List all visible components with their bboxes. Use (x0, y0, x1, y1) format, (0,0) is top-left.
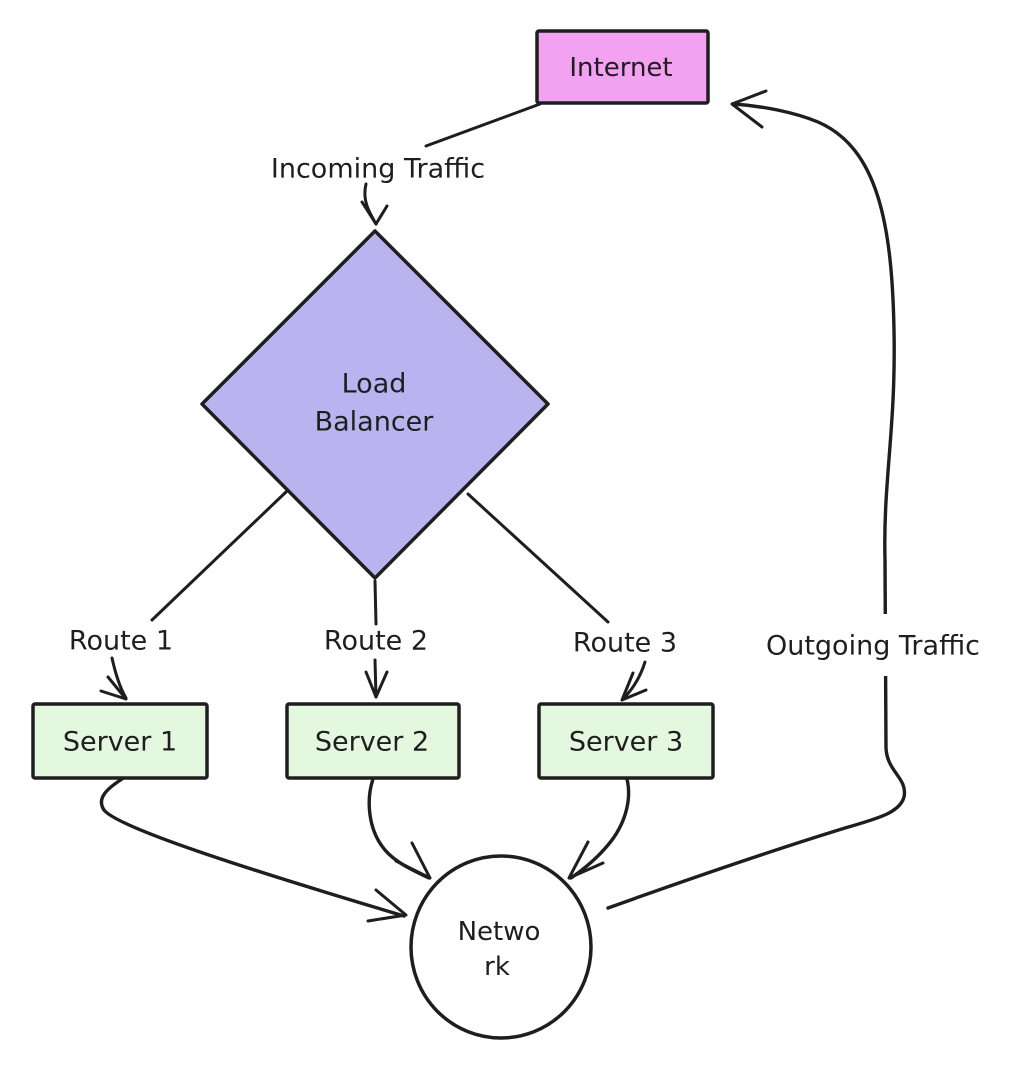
incoming-traffic-label: Incoming Traffic (271, 154, 485, 185)
incoming-traffic-line (424, 102, 542, 148)
outgoing-traffic-arrowhead (730, 89, 768, 129)
network-label-line-2: rk (484, 952, 510, 982)
server-1-to-network-curve (99, 777, 406, 918)
route-3-label: Route 3 (573, 628, 677, 659)
internet-box (535, 29, 710, 105)
route-2-edge (364, 579, 389, 699)
server-3-box (537, 702, 715, 780)
network-label-line-1: Netwo (458, 917, 541, 947)
network-circle (409, 854, 593, 1040)
route-3-arrowhead (620, 671, 648, 702)
server-2-box (285, 702, 461, 780)
route-3-line (466, 492, 610, 624)
server-2-to-network-edge (367, 777, 432, 880)
load-balancer-label-line-2: Balancer (315, 407, 435, 438)
outgoing-traffic-edge (606, 89, 907, 910)
outgoing-traffic-curve (606, 102, 907, 910)
load-balancer-label-line-1: Load (342, 369, 407, 400)
server-1-node: Server 1 (31, 702, 209, 780)
server-2-node: Server 2 (285, 702, 461, 780)
server-1-to-network-edge (99, 777, 408, 923)
route-1-arrowhead (99, 675, 128, 701)
server-3-to-network-edge (567, 777, 631, 880)
server-1-to-network-arrowhead (366, 888, 408, 923)
route-2-label: Route 2 (324, 626, 428, 657)
server-3-node: Server 3 (537, 702, 715, 780)
incoming-traffic-edge (360, 102, 542, 226)
server-3-to-network-curve (569, 777, 631, 880)
server-1-box (31, 702, 209, 780)
route-3-arrow-shaft (621, 660, 647, 701)
outgoing-traffic-label: Outgoing Traffic (766, 631, 980, 662)
server-2-to-network-arrowhead (394, 841, 432, 880)
incoming-traffic-arrowhead (360, 200, 389, 226)
route-3-edge (466, 492, 648, 702)
internet-label: Internet (569, 53, 672, 83)
server-3-to-network-arrowhead (567, 840, 605, 880)
route-1-label: Route 1 (69, 626, 173, 657)
server-1-label: Server 1 (63, 727, 177, 758)
network-node: Netwo rk (409, 854, 593, 1040)
route-1-edge (99, 490, 288, 701)
route-2-line (373, 579, 378, 626)
route-1-line (150, 490, 288, 622)
load-balancer-node: Load Balancer (200, 229, 550, 580)
route-2-arrow-shaft (373, 658, 378, 699)
server-2-label: Server 2 (315, 727, 429, 758)
outgoing-traffic-label-group: Outgoing Traffic (744, 614, 1006, 676)
outgoing-traffic-label-halo (744, 614, 1006, 676)
server-3-label: Server 3 (569, 727, 683, 758)
load-balancer-diamond (200, 229, 550, 580)
route-2-arrowhead (364, 670, 389, 699)
internet-node: Internet (535, 29, 710, 105)
